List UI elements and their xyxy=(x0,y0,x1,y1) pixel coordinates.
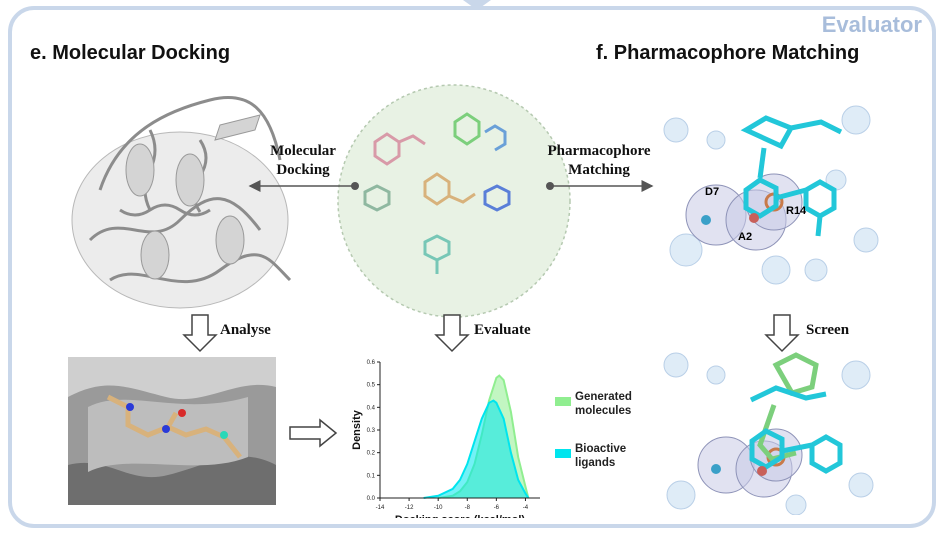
series-area-1 xyxy=(423,400,529,498)
series-line-1 xyxy=(423,399,530,499)
y-tick-label: 0.2 xyxy=(367,451,376,457)
y-tick-label: 0.1 xyxy=(367,473,376,479)
legend-label-bioactive: Bioactive ligands xyxy=(575,443,627,469)
panel-notch xyxy=(463,0,491,10)
right-arrow-to-chart xyxy=(289,418,338,448)
binding-pocket-image xyxy=(68,357,276,505)
docking-score-density-chart: -14 -12 -10 -8 -6 -4 0.0 0.1 0.2 0.3 0.4 0.5 0.6Dock… xyxy=(351,360,540,518)
y-tick-label: 0.5 xyxy=(367,383,376,389)
down-arrow-analyse xyxy=(182,314,218,353)
pharmacophore-label-r14: R14 xyxy=(786,205,807,217)
docking-connectors xyxy=(248,180,654,192)
x-tick-label: -6 xyxy=(494,505,500,511)
pharmacophore-query-image xyxy=(663,105,879,285)
label-analyse: Analyse xyxy=(220,322,271,338)
x-tick-label: -10 xyxy=(434,505,443,511)
evaluator-label: Evaluator xyxy=(821,12,922,37)
pharmacophore-label-a2: A2 xyxy=(738,231,753,243)
x-axis-label: Docking score (kcal/mol) xyxy=(395,514,526,518)
pharmacophore-label-d7: D7 xyxy=(705,186,720,198)
y-tick-label: 0.0 xyxy=(367,496,376,502)
label-evaluate: Evaluate xyxy=(474,322,531,338)
label-molecular-docking: Molecular Docking xyxy=(270,143,336,178)
legend-swatch-bioactive xyxy=(555,449,571,458)
down-arrow-evaluate xyxy=(434,314,470,353)
y-tick-label: 0.3 xyxy=(367,428,376,434)
label-screen: Screen xyxy=(806,322,850,338)
legend-label-generated: Generated molecules xyxy=(575,391,632,417)
y-axis-label: Density xyxy=(351,409,363,450)
x-tick-label: -14 xyxy=(376,505,385,511)
down-arrow-screen xyxy=(764,314,800,353)
label-pharmacophore-matching: Pharmacophore Matching xyxy=(547,143,651,178)
x-tick-label: -8 xyxy=(465,505,471,511)
protein-structure-image xyxy=(71,96,292,309)
x-tick-label: -4 xyxy=(523,505,529,511)
y-tick-label: 0.6 xyxy=(367,360,376,366)
section-title-pharmacophore: f. Pharmacophore Matching xyxy=(596,42,860,64)
y-tick-label: 0.4 xyxy=(367,405,376,411)
legend-swatch-generated xyxy=(555,397,571,406)
x-tick-label: -12 xyxy=(405,505,414,511)
generated-molecules-cluster xyxy=(337,84,571,318)
pharmacophore-screened-image xyxy=(663,352,874,515)
section-title-docking: e. Molecular Docking xyxy=(30,42,231,64)
